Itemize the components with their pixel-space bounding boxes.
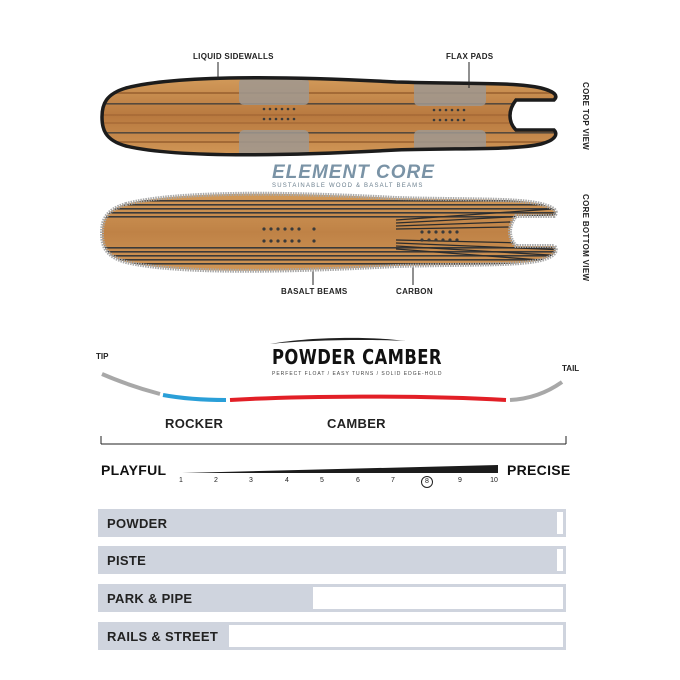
terrain-label: PISTE <box>107 553 147 568</box>
profile-bracket <box>100 436 567 445</box>
flex-tick: 10 <box>490 477 498 484</box>
tail-label: TAIL <box>562 364 580 373</box>
rocker-label: ROCKER <box>165 416 224 431</box>
flex-ticks: 1 2 3 4 5 6 7 8 9 10 <box>174 476 504 490</box>
terrain-label: RAILS & STREET <box>107 629 219 644</box>
flex-tick: 1 <box>179 477 183 484</box>
rocker-segment <box>162 393 227 402</box>
element-core-subtitle: SUSTAINABLE WOOD & BASALT BEAMS <box>272 183 424 189</box>
terrain-bar-remainder <box>229 625 563 647</box>
terrain-bar-powder: POWDER <box>98 509 566 537</box>
carbon-label: CARBON <box>396 287 433 296</box>
flex-tick: 3 <box>249 477 253 484</box>
powder-camber-title: POWDER CAMBER <box>272 345 442 369</box>
flex-tick: 9 <box>458 477 462 484</box>
terrain-bar-remainder <box>557 512 563 534</box>
terrain-bar-piste: PISTE <box>98 546 566 574</box>
flex-tick: 7 <box>391 477 395 484</box>
terrain-label: PARK & PIPE <box>107 591 193 606</box>
flax-pads-label: FLAX PADS <box>446 52 494 61</box>
flex-tick-selected: 8 <box>421 476 433 488</box>
liquid-sidewalls-label: LIQUID SIDEWALLS <box>193 52 274 61</box>
flex-tick: 6 <box>356 477 360 484</box>
playful-label: PLAYFUL <box>101 462 167 478</box>
basalt-beams-label: BASALT BEAMS <box>281 287 348 296</box>
terrain-bar-rails-street: RAILS & STREET <box>98 622 566 650</box>
tail-rise <box>509 380 564 402</box>
terrain-bar-remainder <box>313 587 563 609</box>
tip-rise <box>101 372 161 396</box>
core-top-view-board <box>100 76 558 157</box>
camber-label: CAMBER <box>327 416 386 431</box>
camber-segment <box>229 394 507 402</box>
tip-label: TIP <box>96 352 109 361</box>
terrain-bar-remainder <box>557 549 563 571</box>
precise-label: PRECISE <box>507 462 571 478</box>
flex-tick: 5 <box>320 477 324 484</box>
flex-wedge <box>182 465 498 473</box>
camber-profile-graphic <box>101 372 564 402</box>
terrain-bar-park-pipe: PARK & PIPE <box>98 584 566 612</box>
terrain-label: POWDER <box>107 516 168 531</box>
flex-tick: 2 <box>214 477 218 484</box>
flex-tick: 4 <box>285 477 289 484</box>
powder-camber-subtitle: PERFECT FLOAT / EASY TURNS / SOLID EDGE-… <box>272 371 443 377</box>
core-bottom-view-board <box>99 191 558 273</box>
element-core-title: ELEMENT CORE <box>272 162 435 183</box>
powder-camber-swoosh <box>270 337 406 344</box>
